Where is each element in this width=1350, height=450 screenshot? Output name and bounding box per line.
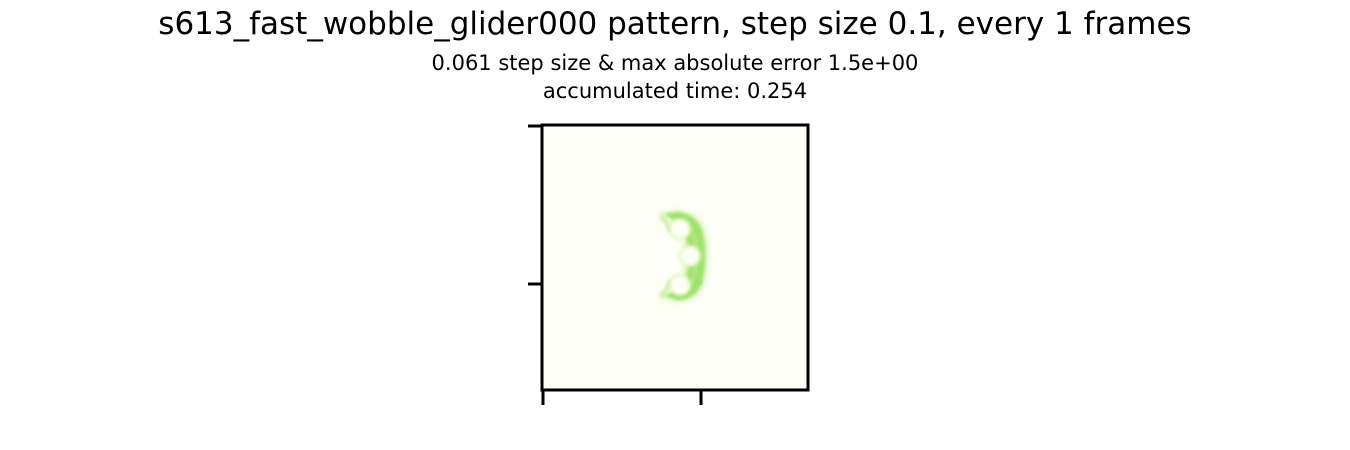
plot-area	[542, 125, 808, 390]
glider-pattern	[656, 210, 709, 302]
figure-title: s613_fast_wobble_glider000 pattern, step…	[158, 6, 1192, 42]
figure-subtitle-accumulated-time: accumulated time: 0.254	[542, 79, 808, 103]
plot-frame	[540, 123, 810, 392]
figure-subtitle-step-error: 0.061 step size & max absolute error 1.5…	[431, 51, 919, 75]
